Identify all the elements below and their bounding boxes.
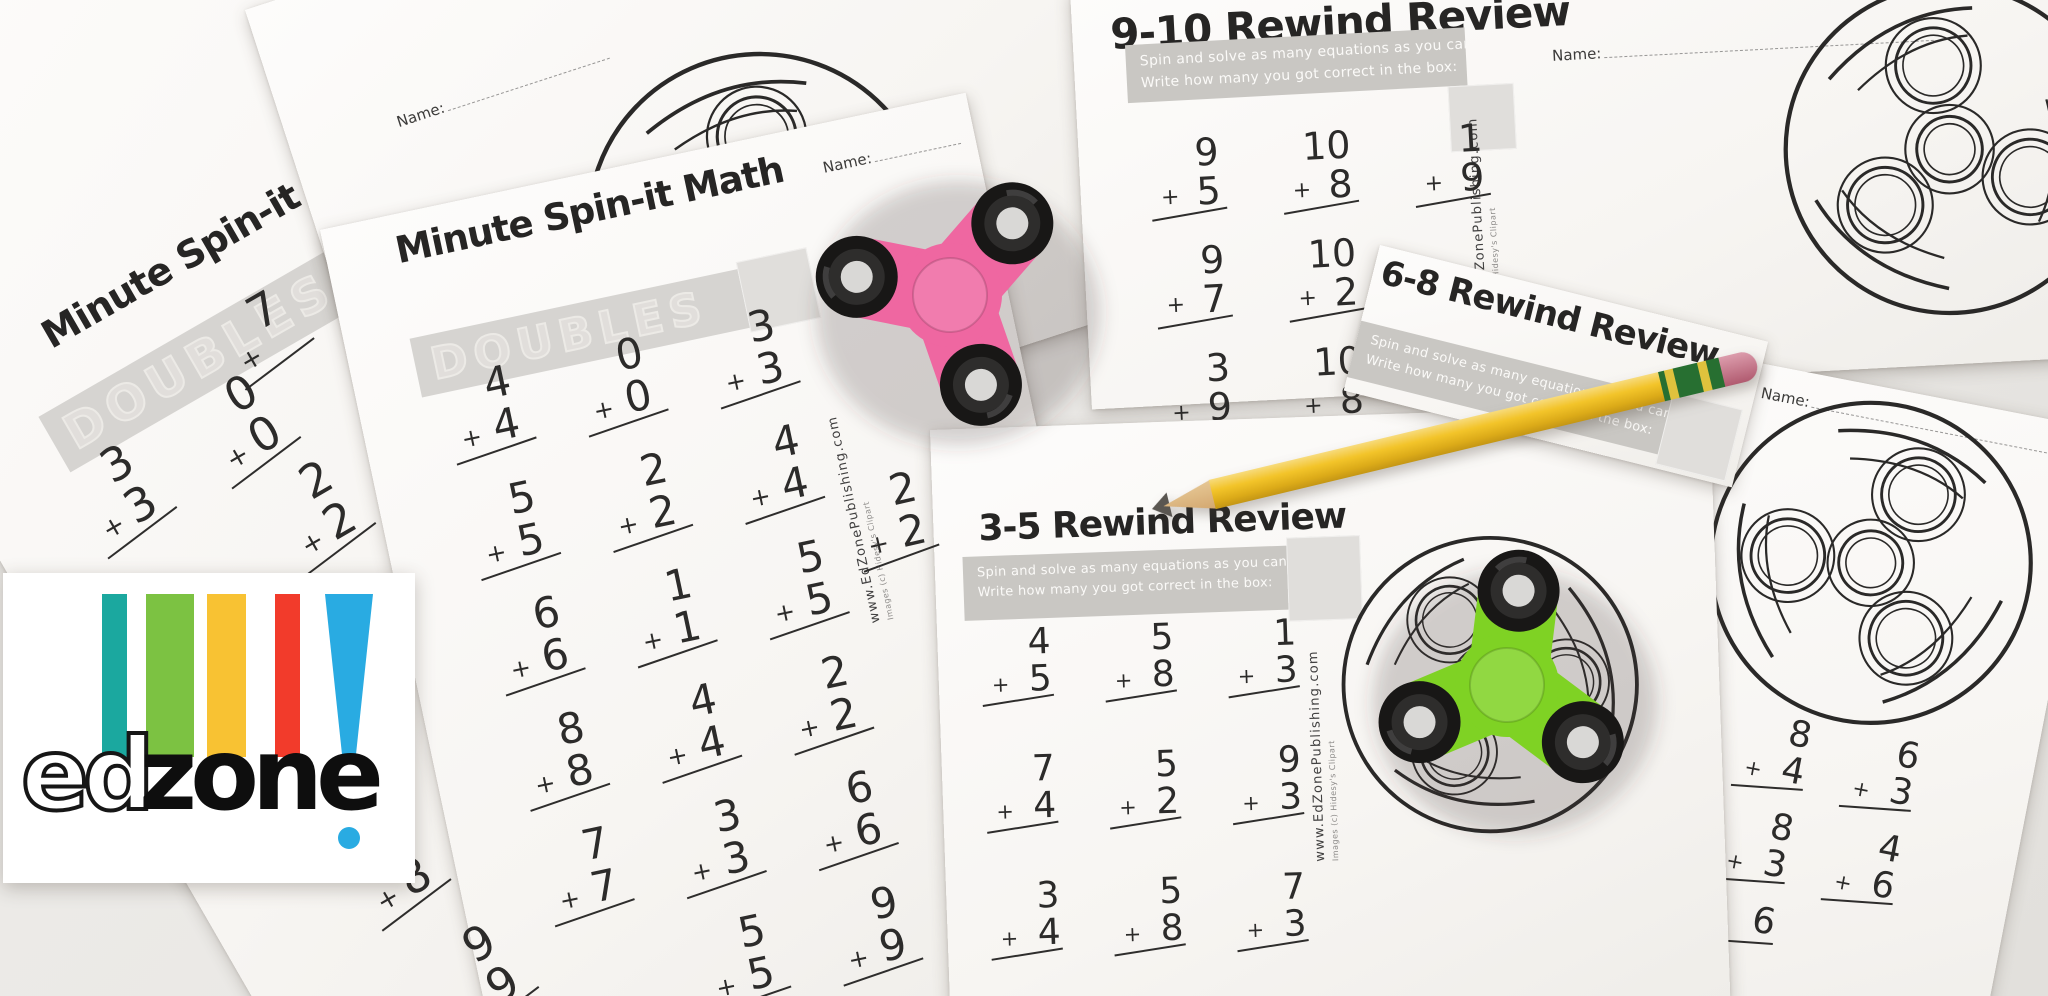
- math-problem: 9 +9: [834, 876, 927, 996]
- logo-bar: [275, 594, 300, 757]
- math-problem: 4 +5: [982, 621, 1064, 753]
- math-problem: 1 +3: [1228, 612, 1310, 744]
- math-problem: 8 +8: [521, 702, 614, 833]
- math-problem: 5 +8: [1114, 870, 1196, 996]
- logo-bar: [102, 594, 127, 757]
- math-problem: 9 +5: [1152, 129, 1234, 244]
- math-problem: 4 +4: [653, 673, 746, 805]
- math-problem: 10 +8: [1283, 123, 1366, 237]
- math-problem: 6 +6: [809, 761, 902, 893]
- logo-wordmark-d: d: [81, 716, 157, 833]
- logo-wordmark-zone: zone: [139, 716, 384, 833]
- logo-exclamation-dot: [338, 827, 360, 849]
- logo-bar: [146, 594, 194, 757]
- math-problem: 5 +2: [1110, 744, 1191, 875]
- logo-wordmark-e: e: [19, 716, 91, 833]
- math-problem: 5 +5: [702, 904, 795, 996]
- problem-grid: 4 +5 5 +8 1 +3 7 +4 5 +2: [982, 612, 1372, 996]
- math-problem: 9 +7: [1157, 237, 1239, 352]
- math-problem: 8 +4: [1730, 709, 1825, 816]
- math-problem: 6 +6: [496, 586, 589, 718]
- math-problem: 0 +0: [579, 327, 672, 459]
- math-problem: 9 +3: [1232, 739, 1314, 871]
- edzone-logo-card: e d zone: [3, 573, 415, 883]
- math-problem: 4 +4: [447, 355, 540, 487]
- logo-bar: [207, 594, 246, 757]
- math-problem: 5 +8: [1105, 617, 1187, 748]
- math-problem: 1 +9: [1415, 116, 1497, 230]
- math-problem: 5 +5: [760, 530, 853, 662]
- math-problem: 6 +3: [1838, 730, 1933, 837]
- math-problem: 3 +3: [677, 789, 770, 921]
- math-problem: 7 +3: [1237, 866, 1319, 996]
- math-problem: 2 +2: [785, 645, 878, 777]
- math-problem: 4 +6: [1820, 823, 1915, 930]
- math-problem: 7 +7: [545, 817, 638, 949]
- pink-fidget-spinner: [770, 115, 1130, 475]
- math-problem: 3 +4: [991, 875, 1073, 996]
- green-fidget-spinner: [1327, 505, 1687, 865]
- math-problem: 5 +5: [472, 471, 565, 603]
- instructions-box: Spin and solve as many equations as you …: [962, 544, 1311, 621]
- math-problem: 7 +4: [987, 748, 1068, 880]
- printed-spinner-circle: [1769, 0, 2048, 330]
- math-problem: 2 +2: [604, 443, 697, 574]
- math-problem: 8 +3: [1712, 802, 1807, 909]
- math-problem: 1 +1: [628, 558, 721, 690]
